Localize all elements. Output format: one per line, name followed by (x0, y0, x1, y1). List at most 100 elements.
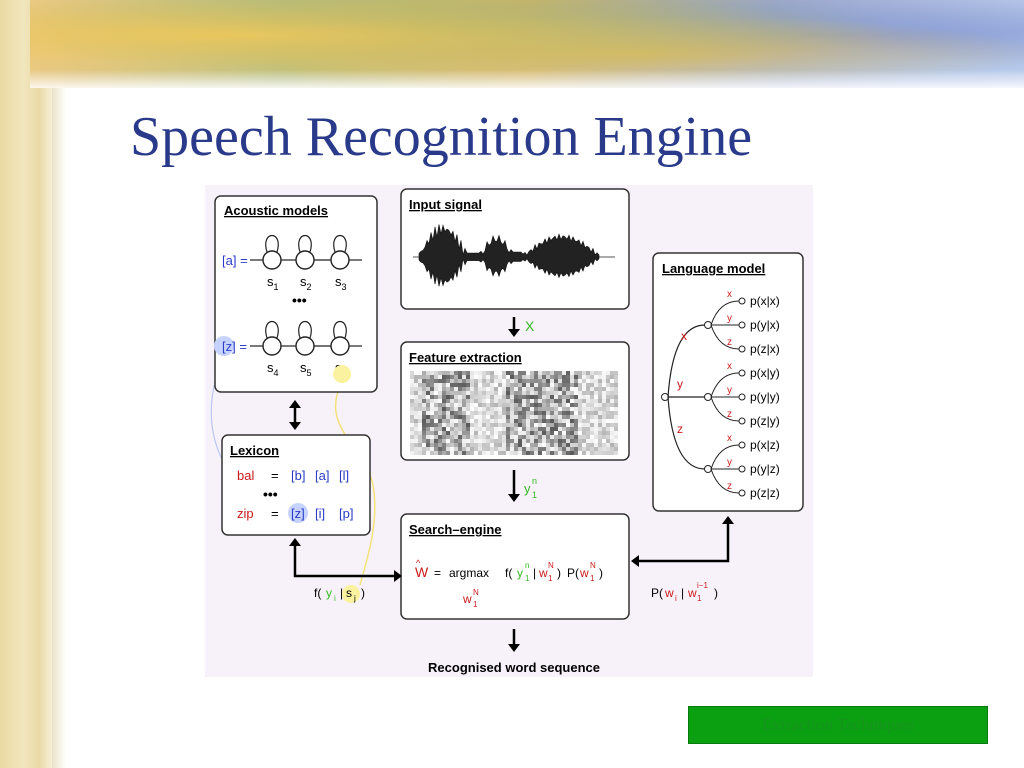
spectrogram-cell (470, 447, 474, 451)
spectrogram-cell (442, 435, 446, 439)
spectrogram-cell (610, 411, 614, 415)
spectrogram-cell (414, 451, 418, 455)
spectrogram-cell (498, 407, 502, 411)
spectrogram-cell (562, 391, 566, 395)
spectrogram-cell (474, 451, 478, 455)
spectrogram-cell (558, 423, 562, 427)
spectrogram-cell (454, 379, 458, 383)
spectrogram-cell (602, 375, 606, 379)
lm-level2-label: z (727, 337, 732, 348)
spectrogram-cell (562, 447, 566, 451)
spectrogram-cell (498, 375, 502, 379)
spectrogram-cell (538, 415, 542, 419)
lm-leaf-branch (710, 372, 740, 398)
spectrogram-cell (598, 431, 602, 435)
spectrogram-cell (442, 439, 446, 443)
lm-leaf-node (738, 465, 746, 473)
spectrogram-cell (510, 407, 514, 411)
spectrogram-cell (514, 375, 518, 379)
spectrogram-cell (422, 391, 426, 395)
spectrogram-cell (498, 403, 502, 407)
spectrogram-cell (606, 395, 610, 399)
spectrogram-cell (442, 407, 446, 411)
spectrogram-cell (490, 391, 494, 395)
spectrogram-cell (562, 415, 566, 419)
spectrogram-cell (594, 403, 598, 407)
spectrogram-cell (410, 371, 414, 375)
spectrogram-cell (410, 439, 414, 443)
spectrogram-cell (482, 407, 486, 411)
spectrogram-cell (494, 427, 498, 431)
spectrogram-cell (586, 407, 590, 411)
spectrogram-cell (470, 423, 474, 427)
spectrogram-cell (578, 419, 582, 423)
spectrogram-cell (526, 395, 530, 399)
lm-probability: p(x|z) (750, 438, 780, 452)
spectrogram-cell (478, 387, 482, 391)
spectrogram-cell (434, 443, 438, 447)
spectrogram-cell (598, 403, 602, 407)
argmax-w-sup: N (473, 588, 479, 597)
lexicon-ellipsis: ••• (263, 486, 278, 502)
spectrogram-cell (550, 447, 554, 451)
spectrogram-cell (450, 419, 454, 423)
spectrogram-cell (426, 387, 430, 391)
state-label: s5 (300, 360, 312, 378)
spectrogram-cell (470, 451, 474, 455)
spectrogram-cell (498, 419, 502, 423)
spectrogram-cell (554, 423, 558, 427)
spectrogram-cell (506, 399, 510, 403)
spectrogram-cell (538, 451, 542, 455)
parchment-strip (0, 0, 66, 768)
spectrogram-cell (482, 427, 486, 431)
spectrogram-cell (546, 391, 550, 395)
p-open: P( (567, 566, 579, 580)
spectrogram-cell (558, 419, 562, 423)
spectrogram-cell (534, 379, 538, 383)
lm-close: ) (714, 586, 718, 600)
spectrogram-cell (442, 431, 446, 435)
spectrogram-cell (422, 387, 426, 391)
spectrogram-cell (422, 415, 426, 419)
spectrogram-cell (598, 379, 602, 383)
spectrogram-cell (578, 375, 582, 379)
state-index: 3 (342, 282, 347, 292)
f-y: y (517, 566, 523, 580)
spectrogram-cell (450, 435, 454, 439)
spectrogram-cell (586, 403, 590, 407)
spectrogram-cell (550, 435, 554, 439)
spectrogram-cell (486, 435, 490, 439)
spectrogram-cell (590, 423, 594, 427)
spectrogram-cell (482, 403, 486, 407)
spectrogram-cell (574, 447, 578, 451)
spectrogram-cell (426, 443, 430, 447)
spectrogram-cell (494, 447, 498, 451)
spectrogram-cell (562, 427, 566, 431)
spectrogram-cell (414, 443, 418, 447)
spectrogram-cell (474, 443, 478, 447)
spectrogram-cell (470, 387, 474, 391)
spectrogram-cell (550, 387, 554, 391)
spectrogram-cell (450, 407, 454, 411)
spectrogram-cell (482, 379, 486, 383)
spectrogram-cell (506, 387, 510, 391)
spectrogram-cell (550, 451, 554, 455)
spectrogram-cell (558, 407, 562, 411)
spectrogram-cell (598, 451, 602, 455)
spectrogram-cell (474, 419, 478, 423)
spectrogram-cell (518, 391, 522, 395)
spectrogram-cell (610, 431, 614, 435)
spectrogram-cell (558, 383, 562, 387)
spectrogram-cell (482, 423, 486, 427)
spectrogram-cell (434, 435, 438, 439)
spectrogram-cell (562, 407, 566, 411)
spectrogram-cell (494, 395, 498, 399)
spectrogram-cell (446, 423, 450, 427)
spectrogram-cell (442, 403, 446, 407)
spectrogram-cell (498, 435, 502, 439)
spectrogram-cell (530, 447, 534, 451)
spectrogram-cell (602, 451, 606, 455)
spectrogram-cell (510, 399, 514, 403)
spectrogram-cell (438, 383, 442, 387)
spectrogram-cell (546, 439, 550, 443)
